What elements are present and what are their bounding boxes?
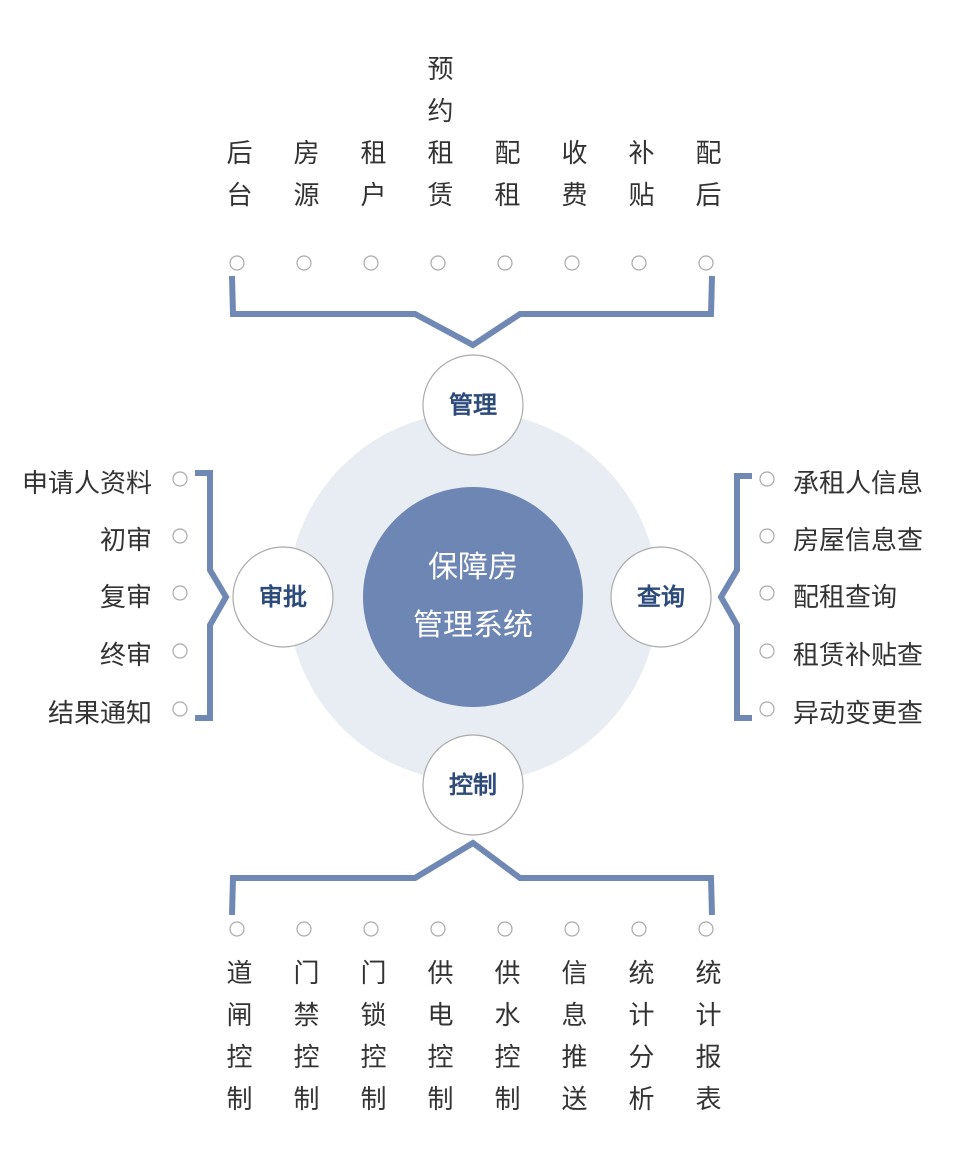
top-item-label: 收费	[557, 139, 587, 223]
bottom-item-label: 供电控制	[423, 959, 453, 1127]
bullet-dot	[759, 471, 775, 487]
bottom-item-label: 统计报表	[691, 959, 721, 1127]
node-label-manage: 管理	[449, 391, 497, 419]
bullet-dot	[296, 921, 312, 937]
bullet-dot	[564, 255, 580, 271]
bullet-dot	[430, 921, 446, 937]
top-item-label: 补贴	[624, 139, 654, 223]
bullet-dot	[172, 701, 188, 717]
top-item-label: 预约租赁	[423, 55, 453, 223]
bullet-dot	[759, 585, 775, 601]
right-item-label: 租赁补贴查	[793, 641, 924, 671]
left-bracket	[195, 470, 230, 721]
bullet-dot	[759, 643, 775, 659]
bullet-dot	[759, 701, 775, 717]
bullet-dot	[698, 921, 714, 937]
right-bracket	[717, 473, 752, 721]
bullet-dot	[172, 643, 188, 659]
node-circle-bottom	[422, 734, 524, 836]
bullet-dot	[698, 255, 714, 271]
bullet-dot	[172, 528, 188, 544]
bullet-dot	[229, 255, 245, 271]
bullet-dot	[363, 255, 379, 271]
top-item-label: 房源	[289, 139, 319, 223]
bullet-dot	[172, 471, 188, 487]
bottom-item-label: 门锁控制	[356, 959, 386, 1127]
right-item-label: 配租查询	[793, 583, 898, 613]
node-circle-left	[232, 546, 334, 648]
right-item-label: 房屋信息查	[793, 526, 924, 556]
top-item-label: 配租	[490, 139, 520, 223]
bullet-dot	[172, 585, 188, 601]
left-item-label: 复审	[99, 583, 152, 613]
center-title-line2: 管理系统	[413, 608, 533, 643]
bullet-dot	[497, 255, 513, 271]
bottom-item-label: 道闸控制	[222, 959, 252, 1127]
top-item-label: 后台	[222, 139, 252, 223]
center-circle	[363, 487, 583, 707]
bullet-dot	[497, 921, 513, 937]
top-bracket	[229, 275, 715, 349]
bullet-dot	[631, 921, 647, 937]
center-title-line1: 保障房	[428, 550, 518, 585]
node-label-query: 查询	[637, 583, 685, 611]
left-item-label: 终审	[99, 641, 152, 671]
bottom-item-label: 信息推送	[557, 959, 587, 1127]
bullet-dot	[296, 255, 312, 271]
top-item-label: 租户	[356, 139, 386, 223]
node-circle-top	[422, 354, 524, 456]
node-label-approve: 审批	[259, 583, 307, 611]
left-item-label: 初审	[99, 526, 152, 556]
top-item-label: 配后	[691, 139, 721, 223]
left-item-label: 申请人资料	[21, 469, 152, 499]
bottom-item-label: 门禁控制	[289, 959, 319, 1127]
bottom-item-label: 统计分析	[624, 959, 654, 1127]
bullet-dot	[363, 921, 379, 937]
node-label-control: 控制	[449, 771, 497, 799]
bullet-dot	[631, 255, 647, 271]
bullet-dot	[564, 921, 580, 937]
right-item-label: 承租人信息	[793, 469, 924, 499]
bullet-dot	[759, 528, 775, 544]
left-item-label: 结果通知	[47, 699, 152, 729]
bullet-dot	[430, 255, 446, 271]
bottom-bracket	[229, 839, 715, 916]
bottom-item-label: 供水控制	[490, 959, 520, 1127]
bullet-dot	[229, 921, 245, 937]
right-item-label: 异动变更查	[793, 699, 924, 729]
node-circle-right	[610, 546, 712, 648]
